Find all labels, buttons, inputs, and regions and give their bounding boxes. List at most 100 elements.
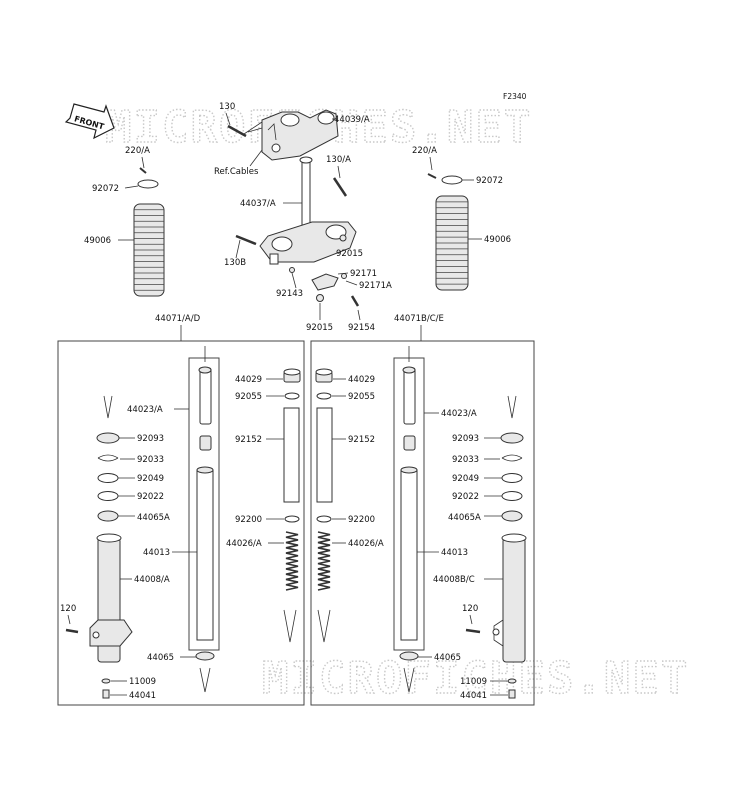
label-92171a: 92171A [359,281,392,291]
label-92055-left: 92055 [235,392,262,402]
label-92152-left: 92152 [235,435,262,445]
label-92072-right: 92072 [476,176,503,186]
label-92093-right: 92093 [452,434,479,444]
boot-49006-right [435,195,469,291]
bushing-44065-right [399,651,419,661]
label-ref-cables: Ref.Cables [214,167,259,177]
label-44029-right: 44029 [348,375,375,385]
label-130a: 130/A [326,155,351,165]
right-damper-rod-group [393,346,425,651]
label-92015-lower: 92015 [306,323,333,333]
label-44039a: 44039/A [334,115,370,125]
left-damper-rod-group [188,346,220,651]
label-44023a-right: 44023/A [441,409,477,419]
label-92015-upper: 92015 [336,249,363,259]
washer-92200-right [316,515,332,523]
label-92055-right: 92055 [348,392,375,402]
label-44013-left: 44013 [143,548,170,558]
label-44026a-left: 44026/A [226,539,262,549]
clip-92033-left [97,454,119,462]
label-130: 130 [219,102,235,112]
label-120-right: 120 [462,604,478,614]
label-49006-right: 49006 [484,235,511,245]
label-44041-left: 44041 [129,691,156,701]
label-44026a-right: 44026/A [348,539,384,549]
label-11009-right: 11009 [460,677,487,687]
bolt-120-left [65,628,79,634]
right-fork-box [310,340,535,706]
label-92143: 92143 [276,289,303,299]
label-44065a-left: 44065A [137,513,170,523]
label-44037a: 44037/A [240,199,276,209]
screw-220a-right [427,173,437,179]
label-92200-right: 92200 [348,515,375,525]
band-92072-right [441,175,463,185]
cap-44029-right [315,368,333,383]
steering-stem-part [259,156,357,265]
cap-44029-left [283,368,301,383]
grommet-92143 [289,267,295,273]
band-92072-left [137,179,159,189]
inner-tube-44013-left [196,466,214,641]
spring-44026a-left [285,531,299,591]
watermark-bottom: MICROFICHES.NET [262,653,689,704]
bolt-130a-part [332,177,348,197]
label-44065-right: 44065 [434,653,461,663]
label-92152-right: 92152 [348,435,375,445]
bushing-44065-left [195,651,215,661]
label-44041-right: 44041 [460,691,487,701]
collar-92152-left [283,407,300,503]
seal-92093-right [500,432,524,444]
label-92033-right: 92033 [452,455,479,465]
bolt-92154-part [350,295,360,307]
clip-92033-right [501,454,523,462]
bolt-130b-part [235,234,257,246]
gasket-11009-right [507,678,517,684]
label-49006-left: 49006 [84,236,111,246]
label-44023a-left: 44023/A [127,405,163,415]
label-92200-left: 92200 [235,515,262,525]
diagram-code: F2340 [503,92,527,101]
bolt-130-part [227,124,247,138]
spring-44026a-right [317,531,331,591]
label-44008bc-right: 44008B/C [433,575,475,585]
label-92049-right: 92049 [452,474,479,484]
clamp-92171-part [311,273,347,291]
collar-92152-right [316,407,333,503]
seal-92049-right [501,473,523,483]
label-92049-left: 92049 [137,474,164,484]
spring-leader-left [283,609,297,643]
bolt-120-right [465,628,481,634]
bushing-44065a-right [501,510,523,522]
inner-tube-44013-right [400,466,418,641]
label-11009-left: 11009 [129,677,156,687]
label-44008a-left: 44008/A [134,575,170,585]
bolt-44041-left [102,689,110,699]
bushing-44065a-left [97,510,119,522]
left-box-title: 44071/A/D [155,314,201,324]
washer-92200-left [284,515,300,523]
label-44013-right: 44013 [441,548,468,558]
label-92154: 92154 [348,323,375,333]
nut-92015-upper [339,234,347,242]
outer-tube-44008bc-right [492,533,527,663]
oring-92055-right [316,392,332,400]
boot-49006-left [133,203,165,297]
label-220a-right: 220/A [412,146,437,156]
washer-92022-right [501,491,523,501]
screw-220a-left [139,167,147,174]
right-box-title: 44071B/C/E [394,314,444,324]
label-220a-left: 220/A [125,146,150,156]
bolt-44041-right [508,689,516,699]
label-130b: 130B [224,258,246,268]
label-92093-left: 92093 [137,434,164,444]
label-120-left: 120 [60,604,76,614]
spring-leader-right [317,609,331,643]
gasket-11009-left [101,678,111,684]
outer-tube-44008a-left [89,533,133,663]
nut-92015-lower [316,294,324,302]
label-92072-left: 92072 [92,184,119,194]
seal-92093-left [96,432,120,444]
